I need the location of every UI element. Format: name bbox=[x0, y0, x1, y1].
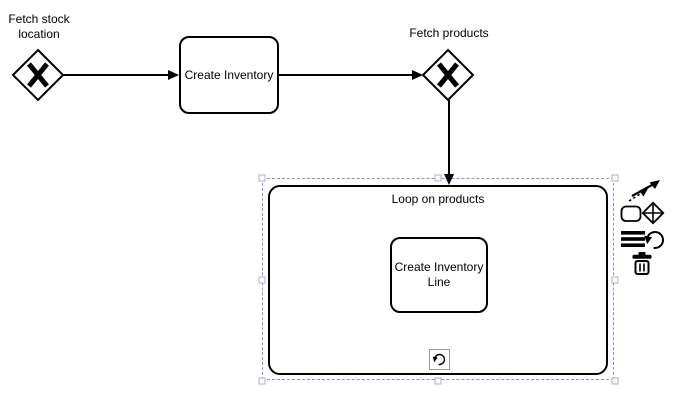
resize-handle-sw[interactable] bbox=[258, 377, 266, 385]
gateway-fetch-stock-location[interactable] bbox=[11, 48, 65, 102]
menu-button[interactable] bbox=[621, 230, 646, 253]
append-task-button[interactable] bbox=[620, 205, 642, 228]
gateway-icon bbox=[641, 201, 665, 225]
gateway2-label[interactable]: Fetch products bbox=[409, 26, 489, 40]
task-icon bbox=[620, 205, 642, 222]
resize-handle-w[interactable] bbox=[258, 276, 266, 284]
gateway1-label[interactable]: Fetch stock location bbox=[8, 12, 70, 41]
sequence-flow-3[interactable] bbox=[444, 100, 454, 185]
resize-handle-e[interactable] bbox=[611, 276, 619, 284]
gateway-fetch-products[interactable] bbox=[421, 48, 475, 102]
menu-icon bbox=[621, 231, 645, 247]
resize-handle-ne[interactable] bbox=[611, 174, 619, 182]
delete-button[interactable] bbox=[632, 252, 652, 280]
resize-handle-n[interactable] bbox=[434, 174, 442, 182]
append-gateway-button[interactable] bbox=[641, 201, 665, 230]
trash-icon bbox=[632, 252, 652, 275]
connect-tool-button[interactable] bbox=[628, 177, 664, 207]
loop-marker[interactable] bbox=[429, 349, 450, 370]
loop-arrow-icon bbox=[432, 353, 446, 366]
connect-arrows-icon bbox=[628, 180, 660, 202]
sequence-flow-1[interactable] bbox=[63, 70, 179, 80]
refresh-icon bbox=[644, 231, 664, 249]
task-create-inventory-line[interactable]: Create Inventory Line bbox=[390, 237, 488, 313]
subprocess-loop-on-products[interactable]: Loop on products bbox=[268, 185, 608, 375]
resize-handle-s[interactable] bbox=[434, 377, 442, 385]
subprocess-label: Loop on products bbox=[391, 192, 485, 206]
resize-handle-nw[interactable] bbox=[258, 174, 266, 182]
task-label: Create Inventory bbox=[184, 67, 274, 82]
sequence-flow-2[interactable] bbox=[279, 70, 423, 80]
task-label: Create Inventory Line bbox=[394, 260, 484, 289]
change-type-button[interactable] bbox=[643, 228, 667, 257]
resize-handle-se[interactable] bbox=[611, 377, 619, 385]
task-create-inventory[interactable]: Create Inventory bbox=[179, 36, 279, 114]
